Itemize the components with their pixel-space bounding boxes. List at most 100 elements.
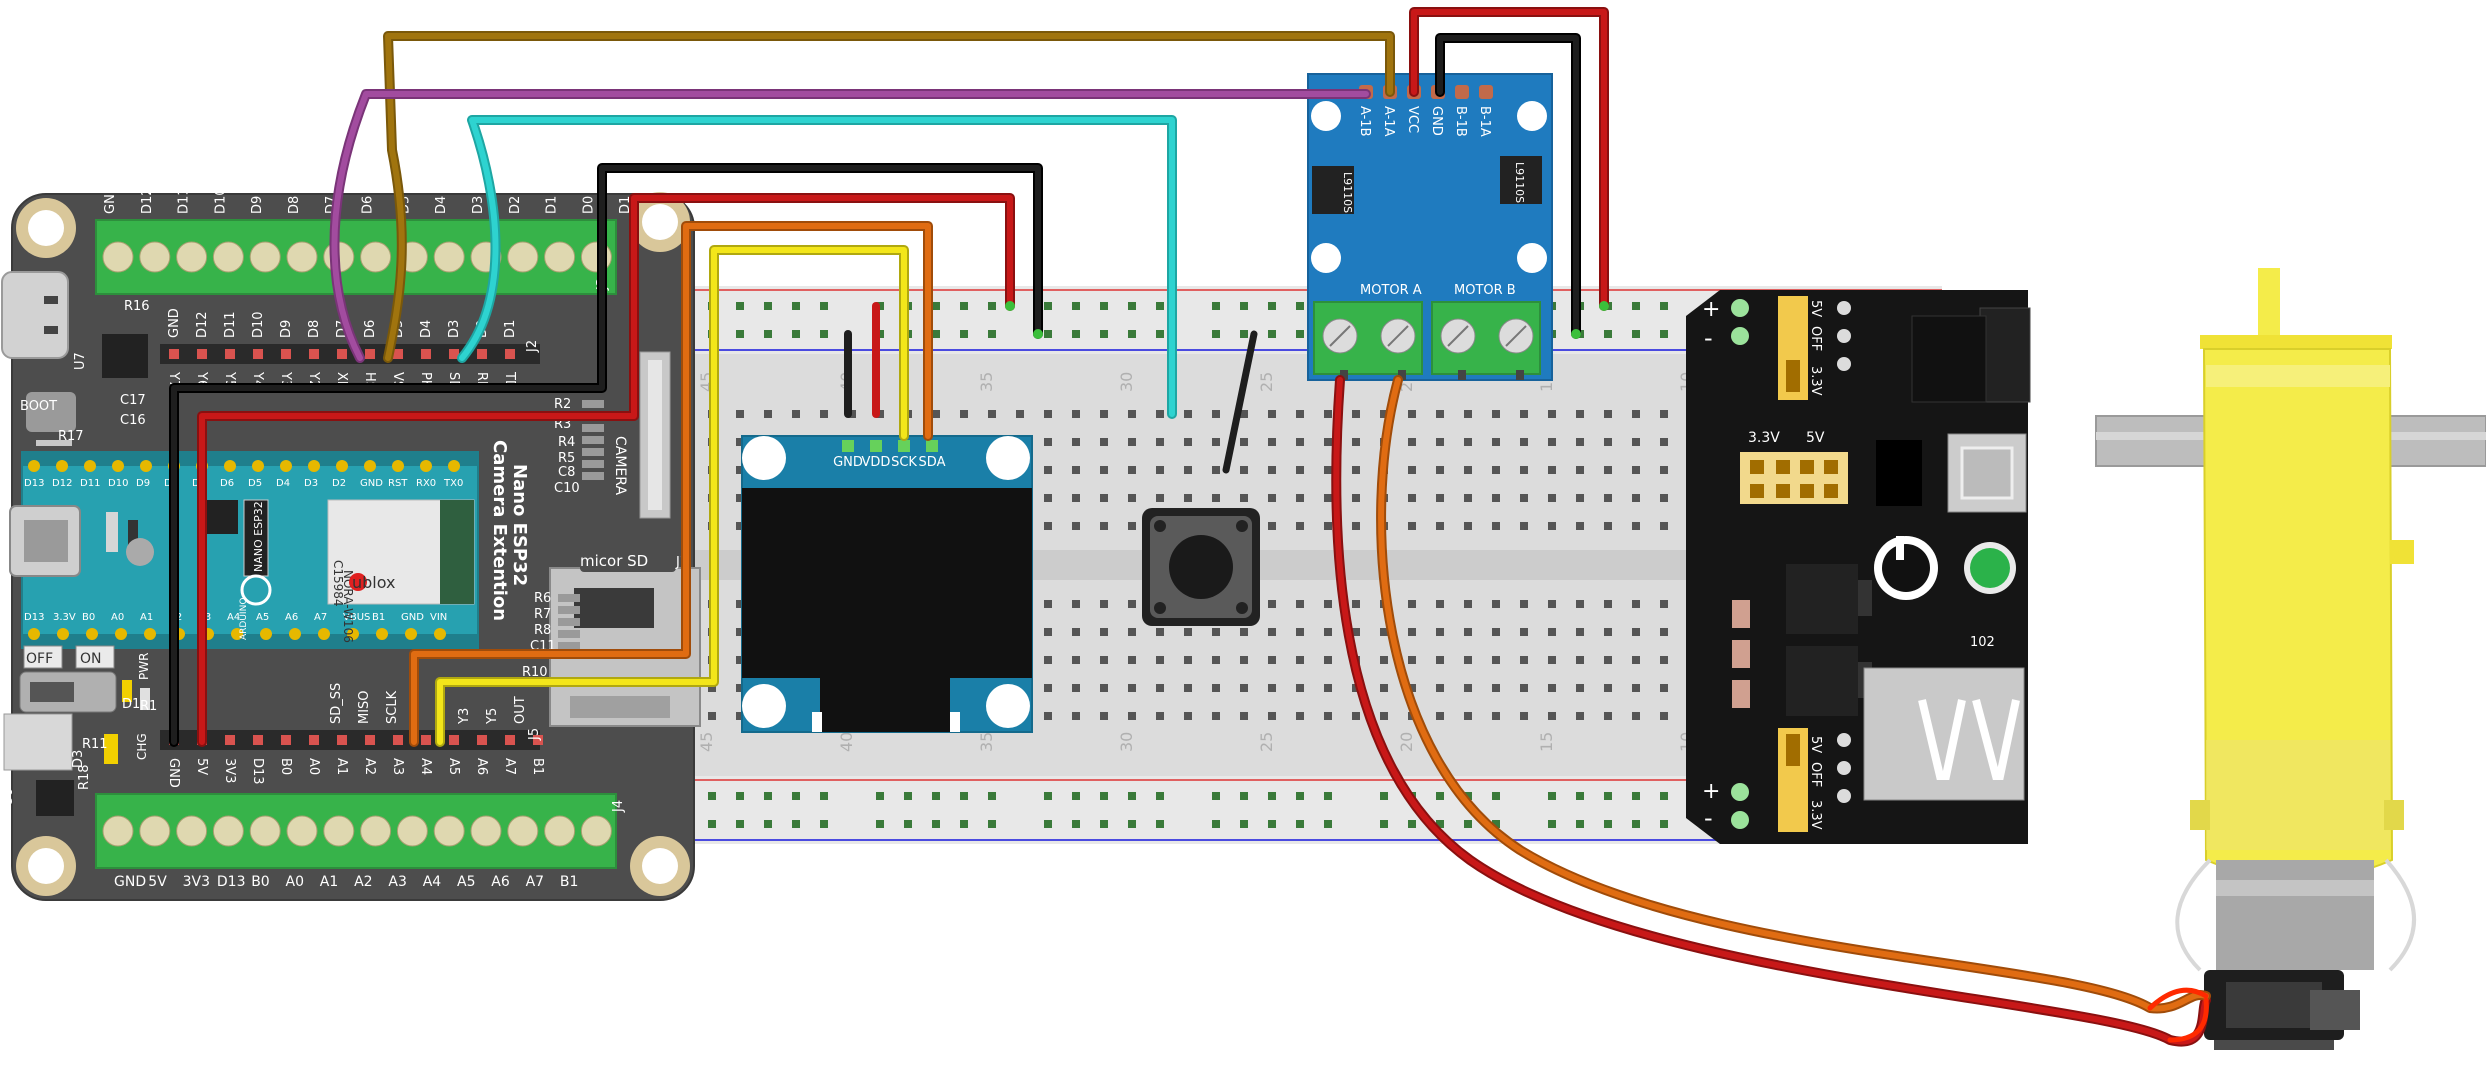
breadboard-hole — [1660, 628, 1668, 636]
breadboard-hole — [1044, 494, 1052, 502]
breadboard-hole — [1492, 494, 1500, 502]
smd-part — [582, 448, 604, 456]
ref-label: R7 — [534, 607, 551, 622]
breadboard-hole — [932, 792, 940, 800]
ref-label: U7 — [73, 352, 88, 370]
camera-label: CAMERA — [612, 436, 628, 495]
power-module: + - + - 5V OFF 3.3V 3.3V 5V 102 — [1686, 290, 2031, 844]
terminal-screw — [580, 815, 612, 847]
bottom-pin-label: A6 — [474, 758, 489, 775]
breadboard-hole — [1632, 656, 1640, 664]
header-pin — [477, 349, 487, 359]
breadboard-hole — [1324, 712, 1332, 720]
breadboard-hole — [1268, 792, 1276, 800]
module-pin — [376, 628, 388, 640]
breadboard-hole — [1660, 302, 1668, 310]
breadboard-hole — [1604, 628, 1612, 636]
bottom-pin-sub-label: Y3 — [457, 708, 472, 725]
module-brand: ARDUINO — [239, 598, 249, 640]
breadboard-hole — [1240, 712, 1248, 720]
minus-bottom: - — [1704, 804, 1713, 832]
breadboard-hole — [1576, 656, 1584, 664]
breadboard-hole — [1548, 466, 1556, 474]
smd-part — [582, 436, 604, 444]
breadboard-hole — [1408, 820, 1416, 828]
breadboard-hole — [736, 494, 744, 502]
breadboard-hole — [1212, 302, 1220, 310]
terminal-screw — [139, 241, 171, 273]
terminal-screw — [286, 241, 318, 273]
module-pin-label: B1 — [372, 612, 385, 623]
ref-label: D1 — [122, 697, 140, 712]
breadboard-hole — [1324, 522, 1332, 530]
breadboard-hole — [1240, 628, 1248, 636]
breadboard-hole — [932, 302, 940, 310]
column-number: 35 — [977, 732, 996, 752]
breadboard-hole — [1408, 466, 1416, 474]
breadboard-hole — [1436, 628, 1444, 636]
breadboard-hole — [1548, 712, 1556, 720]
bottom-header-label: 5V — [148, 874, 167, 890]
breadboard-hole — [960, 302, 968, 310]
breadboard-hole — [1604, 684, 1612, 692]
module-chip: ublox — [352, 573, 396, 592]
breadboard-hole — [1492, 712, 1500, 720]
breadboard-hole — [1436, 820, 1444, 828]
terminal-screw — [507, 241, 539, 273]
breadboard-hole — [1632, 522, 1640, 530]
breadboard-hole — [1352, 712, 1360, 720]
bottom-pin-label: 3V3 — [222, 758, 237, 783]
breadboard-hole — [764, 330, 772, 338]
breadboard-hole — [1660, 522, 1668, 530]
smd-part — [558, 642, 580, 650]
module-pin — [144, 628, 156, 640]
bottom-header-label: 3V3 — [183, 874, 210, 890]
breadboard-hole — [1408, 494, 1416, 502]
jumper-bottom-off: OFF — [1808, 762, 1823, 787]
breadboard-hole — [764, 820, 772, 828]
module-pin-label: GND — [401, 612, 424, 623]
ref-label: U6 — [1, 788, 16, 806]
breadboard-hole — [736, 600, 744, 608]
breadboard-hole — [1576, 712, 1584, 720]
breadboard-hole — [1044, 712, 1052, 720]
breadboard-hole — [1128, 494, 1136, 502]
breadboard-hole — [1604, 494, 1612, 502]
off-label: OFF — [26, 651, 53, 667]
breadboard-hole — [736, 438, 744, 446]
breadboard-hole — [1492, 522, 1500, 530]
breadboard-hole — [1072, 684, 1080, 692]
breadboard-hole — [1268, 656, 1276, 664]
breadboard-hole — [1324, 792, 1332, 800]
breadboard-hole — [1660, 438, 1668, 446]
bottom-header-label: D13 — [217, 874, 246, 890]
breadboard-hole — [1548, 522, 1556, 530]
breadboard-hole — [1408, 628, 1416, 636]
breadboard-hole — [1128, 656, 1136, 664]
breadboard-hole — [1044, 820, 1052, 828]
breadboard-hole — [1352, 494, 1360, 502]
jumper-bottom-5v: 5V — [1808, 736, 1823, 753]
breadboard-hole — [1436, 792, 1444, 800]
module-pin-label: B0 — [82, 612, 95, 623]
breadboard-hole — [1632, 628, 1640, 636]
header-pin — [281, 735, 291, 745]
breadboard-hole — [1156, 410, 1164, 418]
ref-label: J5 — [527, 728, 542, 741]
bottom-header-label: A3 — [388, 874, 406, 890]
breadboard-hole — [1044, 466, 1052, 474]
breadboard-hole — [792, 820, 800, 828]
breadboard-hole — [1548, 600, 1556, 608]
breadboard-hole — [736, 820, 744, 828]
breadboard-hole — [1548, 494, 1556, 502]
gear-motor — [2095, 268, 2486, 1050]
module-pin-label: D13 — [24, 612, 44, 623]
breadboard-hole — [1464, 600, 1472, 608]
breadboard-hole — [1324, 820, 1332, 828]
module-pin — [289, 628, 301, 640]
terminal-screw — [212, 815, 244, 847]
breadboard-hole — [1520, 628, 1528, 636]
terminal-screw — [286, 815, 318, 847]
module-pin-label: D9 — [136, 478, 150, 489]
breadboard-hole — [1520, 410, 1528, 418]
